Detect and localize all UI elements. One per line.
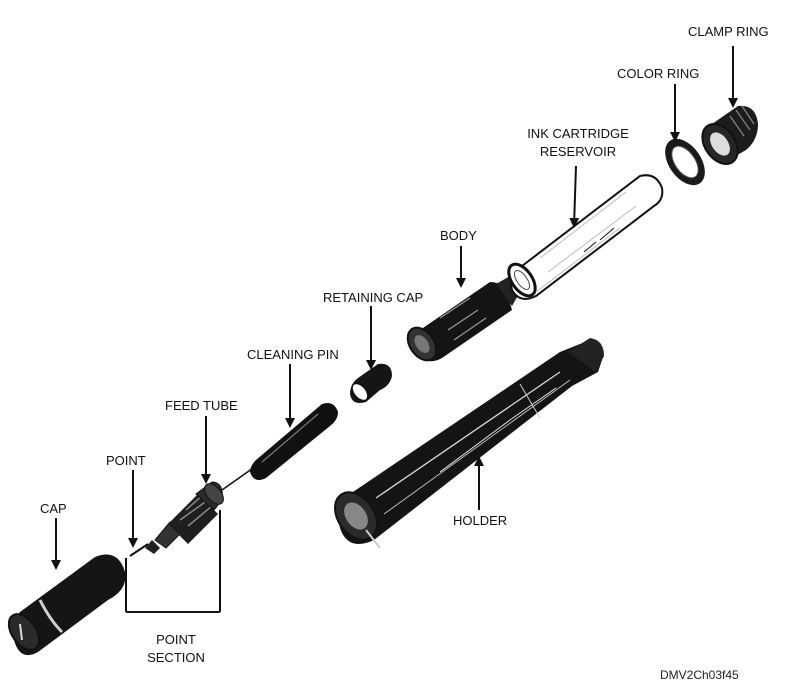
label-retaining-cap: RETAINING CAP xyxy=(323,290,424,305)
label-feed-tube: FEED TUBE xyxy=(165,398,238,413)
label-body: BODY xyxy=(440,228,477,243)
figure-id: DMV2Ch03f45 xyxy=(660,668,739,682)
label-point-section-line1: POINT xyxy=(156,632,196,647)
arrow-ink-cartridge xyxy=(569,165,580,228)
label-point-section-line2: SECTION xyxy=(147,650,205,665)
clamp-ring-part xyxy=(701,105,758,165)
leader-arrows xyxy=(51,46,738,570)
label-cap: CAP xyxy=(40,501,67,516)
cap-part xyxy=(7,554,126,656)
retaining-cap-part xyxy=(350,363,392,403)
ink-cartridge-reservoir-part xyxy=(507,174,664,300)
label-holder: HOLDER xyxy=(453,513,508,528)
point-section-part xyxy=(129,481,224,557)
label-color-ring: COLOR RING xyxy=(617,66,700,81)
label-point: POINT xyxy=(106,453,146,468)
holder-part xyxy=(334,338,604,549)
color-ring-part xyxy=(665,138,705,186)
point-section-bracket xyxy=(125,510,221,613)
label-cleaning-pin: CLEANING PIN xyxy=(247,347,339,362)
label-clamp-ring: CLAMP RING xyxy=(688,24,769,39)
label-ink-cartridge-line1: INK CARTRIDGE xyxy=(527,126,629,141)
body-part xyxy=(406,276,520,362)
cleaning-pin-part xyxy=(250,403,338,480)
label-ink-cartridge-line2: RESERVOIR xyxy=(539,144,617,159)
